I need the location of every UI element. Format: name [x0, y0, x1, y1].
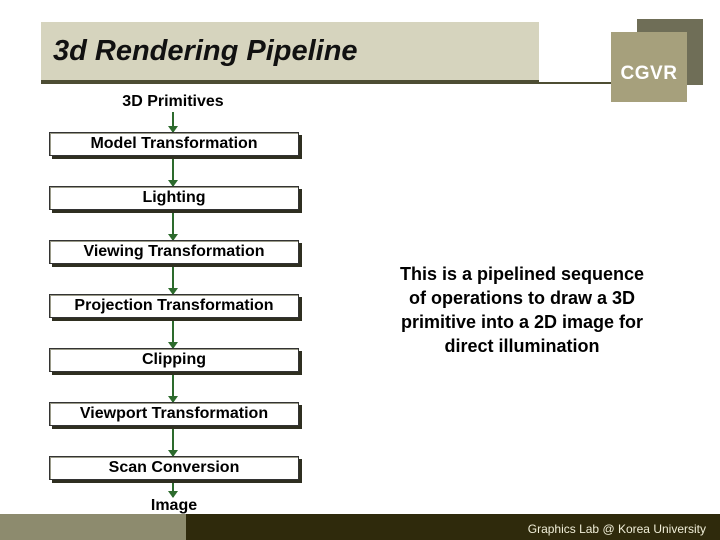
flow-arrow-6 [168, 375, 178, 403]
title-bar: 3d Rendering Pipeline [41, 22, 539, 82]
flow-arrow-5 [168, 321, 178, 349]
flow-arrow-7 [168, 429, 178, 457]
footer-accent [0, 514, 186, 540]
stage-viewport-transformation: Viewport Transformation [49, 402, 299, 426]
footer-credit: Graphics Lab @ Korea University [527, 522, 706, 536]
stage-lighting: Lighting [49, 186, 299, 210]
stage-viewing-transformation: Viewing Transformation [49, 240, 299, 264]
flow-arrow-2 [168, 159, 178, 187]
flow-arrow-3 [168, 213, 178, 241]
pipeline-input-label: 3D Primitives [122, 93, 224, 110]
flow-arrow-8 [168, 483, 178, 498]
stage-projection-transformation: Projection Transformation [49, 294, 299, 318]
stage-scan-conversion: Scan Conversion [49, 456, 299, 480]
flow-arrow-1 [168, 112, 178, 133]
pipeline-output-label: Image [150, 497, 198, 514]
pipeline-description: This is a pipelined sequence of operatio… [399, 264, 645, 356]
footer-bar: Graphics Lab @ Korea University [186, 514, 720, 540]
flow-arrow-4 [168, 267, 178, 295]
cgvr-logo: CGVR [611, 32, 687, 102]
stage-clipping: Clipping [49, 348, 299, 372]
logo-text: CGVR [620, 63, 678, 84]
slide-title: 3d Rendering Pipeline [53, 35, 358, 67]
title-underline [41, 82, 611, 84]
stage-model-transformation: Model Transformation [49, 132, 299, 156]
